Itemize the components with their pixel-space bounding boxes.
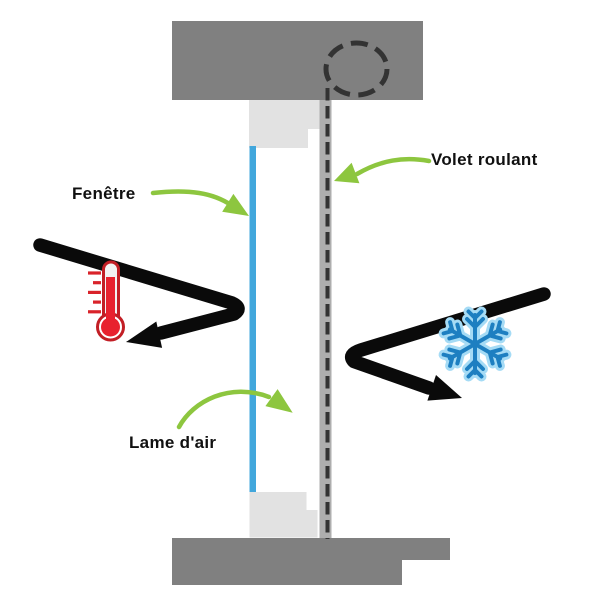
cold-reflect-arrow	[344, 287, 551, 401]
air-gap-label: Lame d'air	[129, 433, 217, 452]
thermometer-icon	[88, 260, 125, 342]
wall-structure	[172, 21, 450, 585]
top-wall-lintel	[172, 21, 423, 100]
snowflake-icon	[443, 312, 507, 377]
window-label: Fenêtre	[72, 184, 136, 203]
airgap-pointer-arrowhead	[265, 389, 293, 413]
window-pointer-arrowhead	[222, 193, 249, 216]
heat-reflect-arrowhead	[126, 321, 163, 348]
window-glass-pane	[249, 146, 256, 492]
bottom-wall-sill	[172, 538, 402, 585]
window-frame-bottom-inner	[249, 492, 307, 510]
airgap-pointer-arrow	[176, 389, 272, 430]
bottom-wall-sill-step	[402, 538, 450, 560]
shutter-pointer-arrowhead	[334, 162, 360, 184]
thermometer-mercury	[106, 277, 115, 327]
window-frame-bottom-outer	[249, 510, 318, 538]
window-frame-top-outer	[249, 100, 320, 129]
dashed-roller-circle-icon	[323, 40, 390, 98]
window-pointer-arrow	[150, 189, 234, 208]
shutter-rail-band	[319, 100, 332, 538]
heat-reflect-arrow-shaft	[33, 238, 245, 340]
cold-reflect-arrow-shaft	[344, 287, 551, 395]
thermometer-bulb-inner	[101, 317, 120, 337]
shutter-pointer-arrow	[354, 156, 432, 177]
shutter-label: Volet roulant	[431, 150, 538, 169]
cold-reflect-arrowhead	[427, 375, 462, 401]
heat-reflect-arrow	[33, 238, 245, 348]
window-frame-top-inner	[249, 129, 308, 148]
annotation-arrows	[150, 156, 432, 430]
window-frame	[249, 100, 320, 538]
roller-shutter	[319, 40, 390, 539]
